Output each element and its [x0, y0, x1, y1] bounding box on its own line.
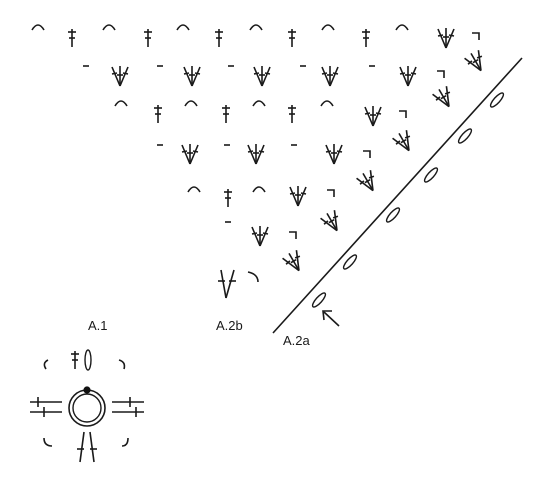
oval-loop-icon — [310, 290, 328, 310]
treble-pair-icon — [30, 397, 62, 417]
treble-cluster-icon — [319, 208, 345, 236]
treble-icon — [361, 28, 371, 48]
chain-arc-icon — [43, 359, 49, 370]
row-6 — [224, 221, 307, 276]
treble-cluster-icon — [181, 143, 199, 165]
treble-cluster-icon — [431, 84, 457, 112]
row-3 — [114, 100, 417, 156]
treble-icon — [67, 28, 77, 48]
chain-arc-icon — [395, 24, 409, 31]
magic-ring-icon — [68, 389, 106, 427]
chain-arc-icon — [321, 24, 335, 31]
treble-icon — [221, 104, 231, 124]
treble-cluster-icon — [289, 185, 307, 207]
treble-pair-icon — [112, 397, 144, 417]
oval-loop-icon — [488, 90, 506, 110]
row-7 — [218, 269, 259, 299]
direction-arrow-icon — [322, 310, 340, 327]
treble-cluster-icon — [281, 248, 307, 276]
treble-icon — [143, 28, 153, 48]
treble-cluster-icon — [399, 65, 417, 87]
label-a2a: A.2a — [283, 333, 310, 348]
treble-cluster-icon — [253, 65, 271, 87]
chain-arc-icon — [118, 359, 126, 370]
row-4 — [156, 143, 381, 196]
chain-arc-icon — [252, 186, 266, 193]
chain-arc-icon — [320, 100, 334, 107]
treble-cluster-icon — [325, 143, 343, 165]
a1-motif — [30, 349, 144, 463]
treble-cluster-icon — [391, 128, 417, 156]
bracket-icon — [398, 110, 407, 119]
chain-arc-icon — [187, 186, 201, 193]
treble-icon — [287, 104, 297, 124]
label-a1: A.1 — [88, 318, 108, 333]
treble-icon — [214, 28, 224, 48]
treble-cluster-icon — [463, 48, 489, 76]
treble-cluster-icon — [111, 65, 129, 87]
bracket-icon — [471, 32, 480, 41]
chain-arc-icon — [249, 24, 263, 31]
chain-arc-icon — [114, 100, 128, 107]
bracket-icon — [436, 70, 445, 79]
treble-pair-icon — [218, 269, 236, 299]
treble-icon — [153, 104, 163, 124]
edge-line — [272, 57, 523, 334]
chain-arc-icon — [252, 100, 266, 107]
treble-cluster-icon — [364, 105, 382, 127]
treble-pair-icon — [77, 431, 97, 463]
chain-arc-icon — [43, 437, 53, 447]
oval-loop-icon — [84, 349, 92, 371]
treble-icon — [70, 350, 80, 370]
row-1 — [31, 24, 489, 76]
treble-cluster-icon — [251, 225, 269, 247]
chain-arc-icon — [247, 271, 259, 283]
label-a2b: A.2b — [216, 318, 243, 333]
chain-arc-icon — [184, 100, 198, 107]
treble-cluster-icon — [355, 168, 381, 196]
edge-loops — [310, 90, 506, 310]
bracket-icon — [288, 231, 297, 240]
treble-icon — [223, 188, 233, 208]
oval-loop-icon — [456, 126, 474, 146]
row-5 — [187, 185, 345, 236]
chain-arc-icon — [176, 24, 190, 31]
bracket-icon — [326, 189, 335, 198]
oval-loop-icon — [384, 205, 402, 225]
treble-cluster-icon — [437, 27, 455, 49]
chain-arc-icon — [31, 24, 45, 31]
chain-arc-icon — [102, 24, 116, 31]
oval-loop-icon — [422, 165, 440, 185]
row-2 — [82, 65, 457, 112]
chain-arc-icon — [121, 437, 129, 447]
treble-cluster-icon — [247, 143, 265, 165]
bracket-icon — [362, 150, 371, 159]
start-dot-icon — [83, 386, 91, 394]
treble-cluster-icon — [321, 65, 339, 87]
treble-icon — [287, 28, 297, 48]
oval-loop-icon — [341, 252, 359, 272]
treble-cluster-icon — [183, 65, 201, 87]
